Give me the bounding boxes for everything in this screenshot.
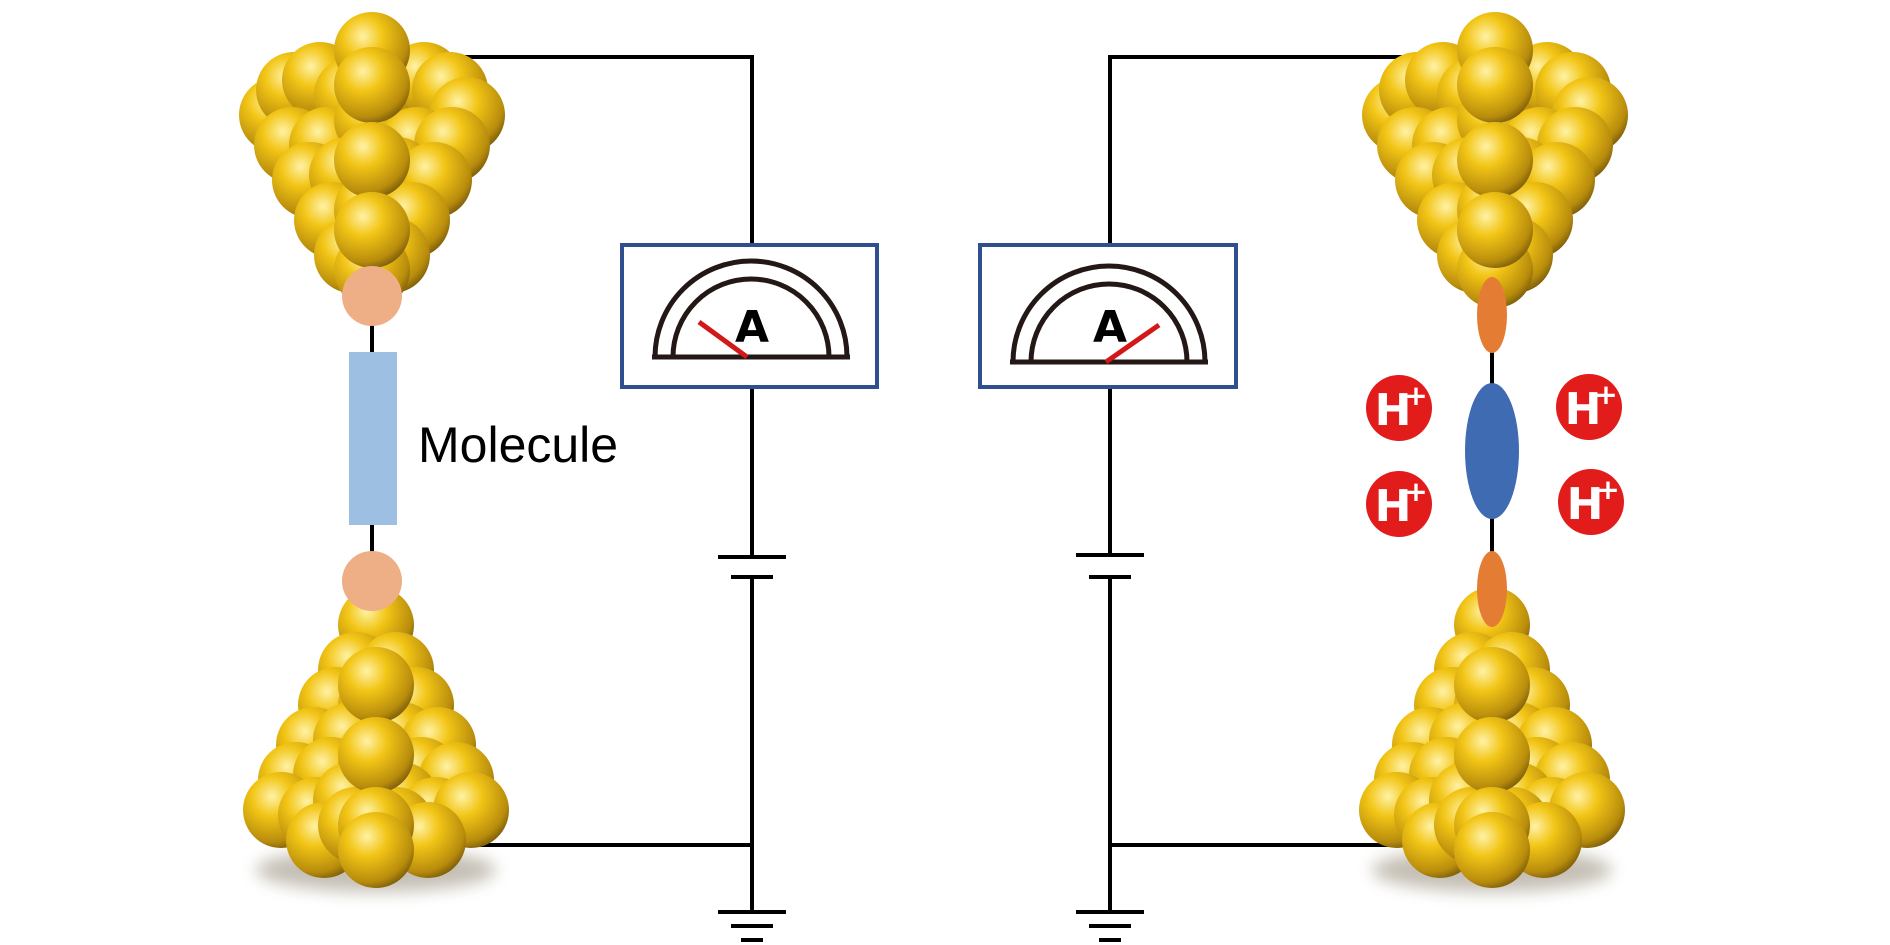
gold-atom (1454, 812, 1530, 888)
gold-atom (1454, 647, 1530, 723)
right-top-anchor-group (1477, 277, 1507, 353)
right-battery-symbol (1076, 553, 1144, 579)
right-ammeter-letter: A (1093, 302, 1127, 353)
proton-ion: H + (1366, 375, 1432, 441)
left-ammeter-outer-arc (652, 258, 850, 358)
left-bottom-anchor-group (342, 551, 402, 611)
svg-text:+: + (1594, 378, 1617, 411)
left-top-wire (428, 55, 754, 247)
left-ammeter-inner-arc (670, 276, 832, 358)
left-molecule-bar (349, 352, 397, 525)
left-ground-symbol (718, 910, 786, 942)
svg-text:+: + (1404, 379, 1427, 412)
svg-text:+: + (1404, 475, 1427, 508)
proton-ion: H + (1558, 469, 1624, 535)
gold-atom (334, 47, 410, 123)
svg-text:H: H (1375, 481, 1412, 532)
proton-ion: H + (1556, 374, 1622, 440)
right-circuit: A H + H + H + H + (978, 12, 1628, 942)
gold-atom (338, 812, 414, 888)
left-ammeter-needle (697, 319, 749, 360)
right-top-gold-electrode (1362, 12, 1628, 308)
right-bottom-gold-electrode (1359, 587, 1625, 892)
left-top-gold-electrode (239, 12, 505, 308)
molecule-label: Molecule (418, 417, 618, 473)
gold-atom (338, 717, 414, 793)
svg-text:H: H (1565, 384, 1602, 435)
right-molecule-core (1465, 383, 1519, 519)
gold-atom (334, 122, 410, 198)
gold-atom (1457, 122, 1533, 198)
svg-text:+: + (1596, 473, 1619, 506)
gold-atom (1457, 192, 1533, 268)
right-ammeter-inner-arc (1028, 281, 1190, 363)
gold-atom (1457, 47, 1533, 123)
left-top-anchor-group (342, 266, 402, 326)
left-ammeter-frame (620, 243, 879, 389)
gold-atom (338, 647, 414, 723)
proton-ion: H + (1366, 471, 1432, 537)
svg-text:H: H (1375, 385, 1412, 436)
right-ammeter: A (978, 243, 1238, 389)
left-battery-symbol (718, 555, 786, 579)
gold-atom (1454, 717, 1530, 793)
left-ammeter-letter: A (735, 302, 769, 353)
right-ammeter-outer-arc (1010, 263, 1208, 363)
left-circuit: A Molecule (239, 12, 879, 942)
left-bottom-gold-electrode (243, 587, 509, 892)
right-bottom-anchor-group (1477, 551, 1507, 627)
left-ammeter: A (620, 243, 879, 389)
right-ground-symbol (1076, 910, 1144, 942)
svg-text:H: H (1567, 479, 1604, 530)
gold-atom (334, 192, 410, 268)
right-ammeter-needle (1104, 322, 1161, 365)
right-top-wire (1108, 55, 1437, 247)
